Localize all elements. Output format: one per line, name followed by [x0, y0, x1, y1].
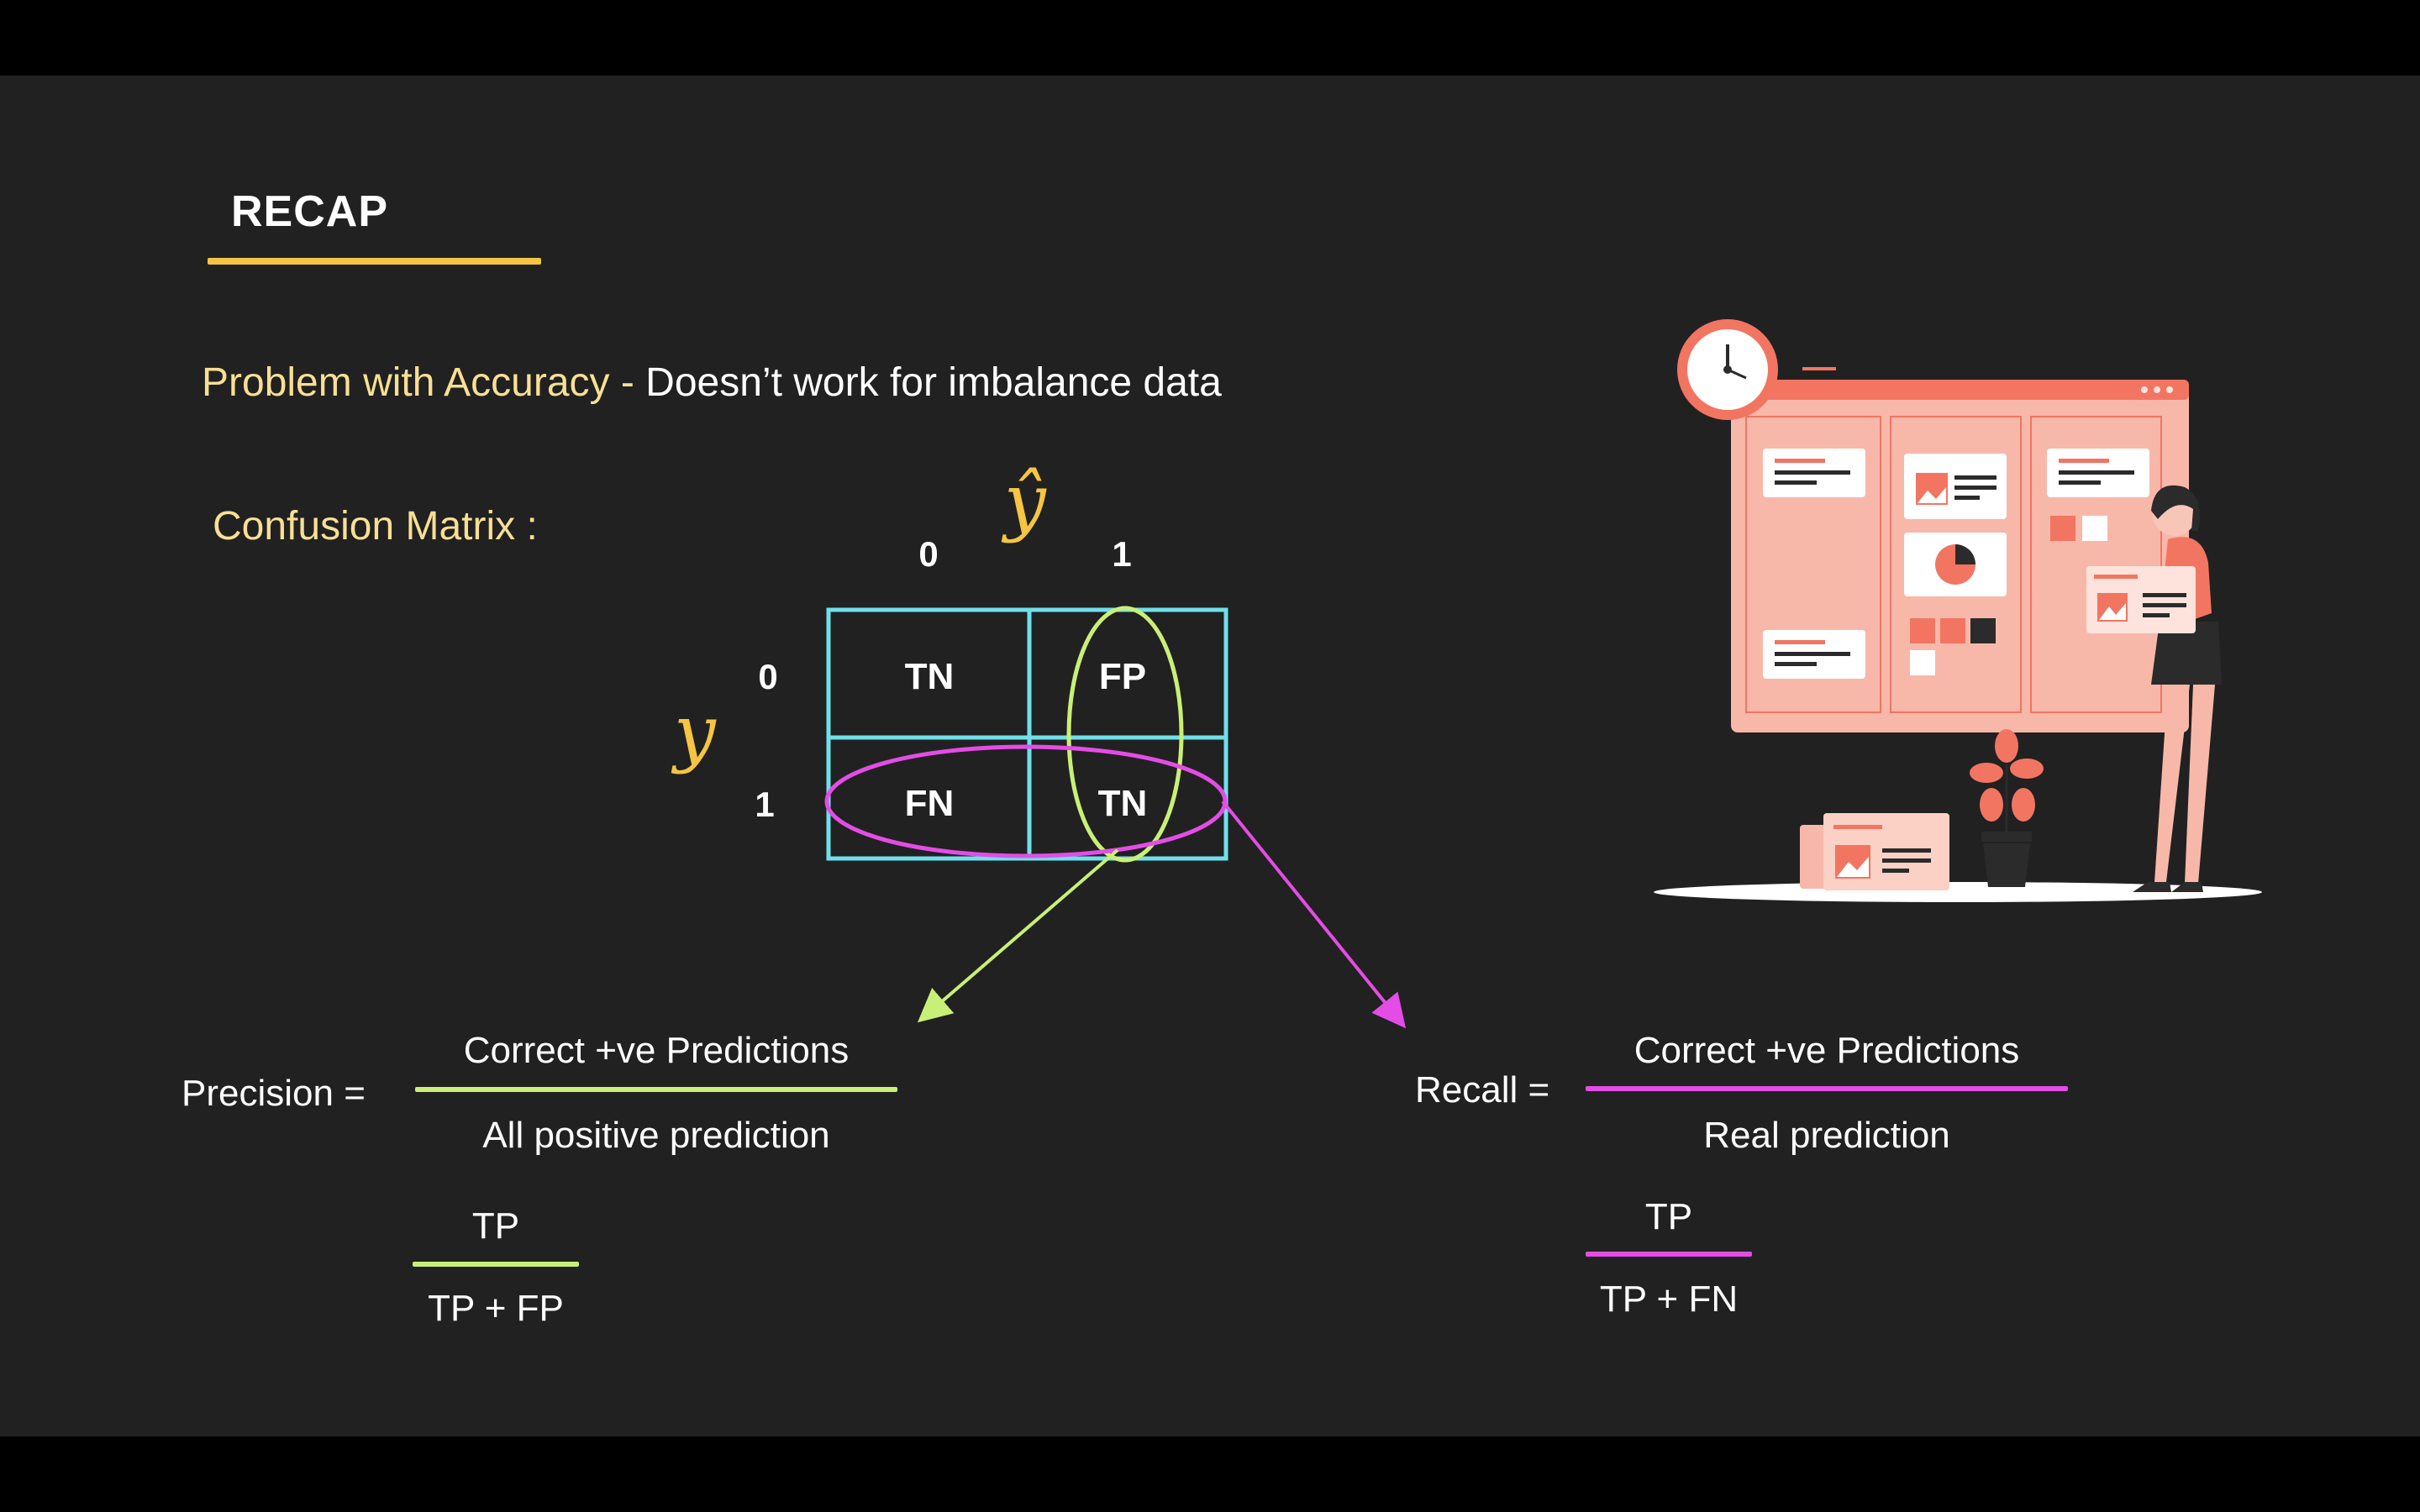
matrix-grid: [826, 607, 1228, 861]
precision-column-ellipse: [1066, 606, 1184, 863]
precision-tp-fp: TP + FP: [428, 1288, 564, 1329]
recall-row-ellipse: [824, 744, 1228, 858]
recall-fraction-bar: [1586, 1086, 2068, 1091]
recall-short-bar: [1586, 1252, 1752, 1257]
recall-denominator: Real prediction: [1703, 1115, 1950, 1156]
problem-statement: Problem with Accuracy - Doesn’t work for…: [202, 360, 1222, 406]
problem-text: Doesn’t work for imbalance data: [645, 360, 1222, 405]
kanban-presenter-illustration: [1654, 319, 2262, 902]
precision-arrow: [917, 848, 1119, 1023]
precision-tp: TP: [471, 1205, 520, 1247]
cell-fn: FN: [904, 783, 955, 824]
actual-symbol: y: [674, 689, 716, 775]
row-label-1: 1: [755, 785, 775, 824]
clock-icon: [1677, 319, 1836, 420]
plant-icon: [1970, 729, 2044, 887]
recall-tp: TP: [1644, 1196, 1693, 1237]
confusion-matrix-label: Confusion Matrix :: [213, 504, 538, 549]
column-label-1: 1: [1112, 534, 1132, 574]
predicted-symbol: ŷ: [1004, 458, 1046, 544]
slide-title: RECAP: [231, 187, 389, 236]
recall-tp-fn: TP + FN: [1599, 1278, 1739, 1320]
floor-cards-icon: [1800, 813, 1949, 890]
problem-label: Problem with Accuracy -: [202, 360, 646, 405]
precision-denominator: All positive prediction: [482, 1115, 830, 1156]
cell-tn-top: TN: [904, 656, 955, 697]
recall-arrow: [1221, 800, 1407, 1029]
presenter-woman-icon: [2086, 485, 2222, 892]
recall-numerator: Correct +ve Predictions: [1634, 1030, 2020, 1071]
title-underline: [208, 258, 541, 265]
kanban-board-icon: [1731, 380, 2189, 732]
precision-label: Precision =: [182, 1073, 366, 1114]
row-label-0: 0: [758, 657, 778, 696]
slide: [0, 76, 2420, 1436]
precision-numerator: Correct +ve Predictions: [463, 1030, 850, 1071]
cell-tn-bottom: TN: [1097, 783, 1148, 824]
recall-label: Recall =: [1415, 1069, 1550, 1110]
cell-fp: FP: [1098, 656, 1147, 697]
precision-fraction-bar: [415, 1087, 897, 1092]
precision-short-bar: [413, 1262, 579, 1267]
column-label-0: 0: [918, 534, 939, 574]
